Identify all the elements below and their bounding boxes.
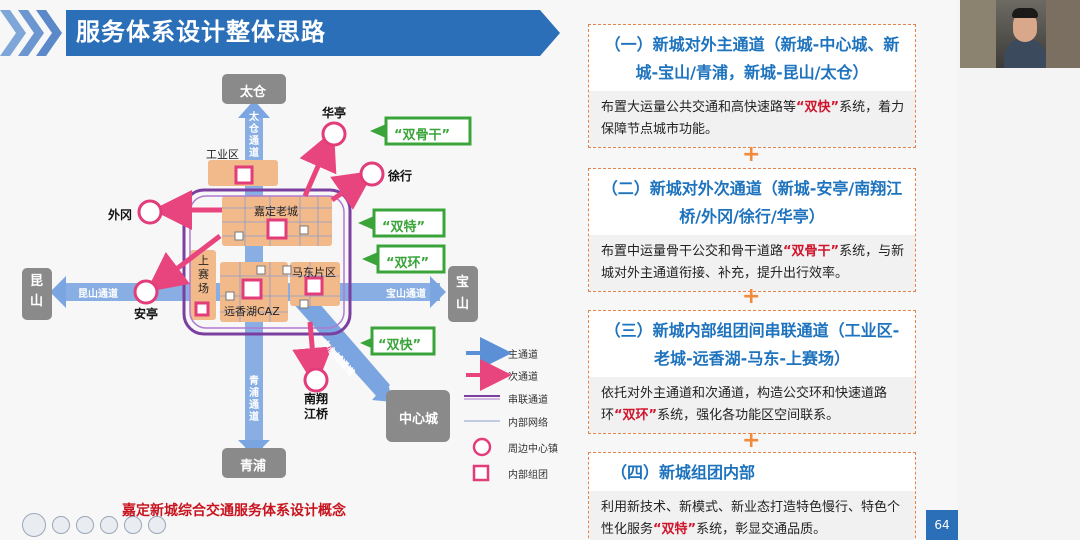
card-1-body: 布置大运量公共交通和高快速路等“双快”系统，着力保障节点城市功能。 <box>589 91 915 147</box>
road-qingpu: 青浦通道 <box>249 376 259 423</box>
card-main-channel: （一）新城对外主通道（新城-中心城、新城-宝山/青浦，新城-昆山/太仓） 布置大… <box>588 24 916 148</box>
card-2-title: （二）新城对外次通道（新城-安亭/南翔江桥/外冈/徐行/华亭） <box>589 169 915 235</box>
card-3-title: （三）新城内部组团间串联通道（工业区-老城-远香湖-马东-上赛场） <box>589 311 915 377</box>
more-icon[interactable] <box>148 516 166 534</box>
road-kunshan: 昆山通道 <box>78 289 118 300</box>
card-internal: （四）新城组团内部 利用新技术、新模式、新业态打造特色慢行、特色个性化服务“双特… <box>588 452 916 540</box>
town-waigang: 外冈 <box>108 208 133 222</box>
diagram-caption: 嘉定新城综合交通服务体系设计概念 <box>122 503 346 519</box>
road-taicang: 太仓通道 <box>249 112 259 159</box>
node-kunshan: 昆山 <box>30 274 44 309</box>
legend <box>464 337 512 482</box>
town-anting: 安亭 <box>134 307 159 321</box>
card-1-title: （一）新城对外主通道（新城-中心城、新城-宝山/青浦，新城-昆山/太仓） <box>589 25 915 91</box>
tag-shuanggugan: “双骨干” <box>394 128 451 143</box>
legend-secondary: 次通道 <box>508 372 538 383</box>
page-title: 服务体系设计整体思路 <box>76 18 326 46</box>
town-circles <box>133 121 385 393</box>
zone-yuanxianghu: 远香湖CAZ <box>224 305 280 318</box>
zoom-icon[interactable] <box>124 516 142 534</box>
speaker-webcam <box>960 0 1080 68</box>
bookshelf-left <box>960 0 996 68</box>
secondary-channels <box>146 129 375 388</box>
card-2-text-2: 系统，与新城对外主通道衔接、补充，提升出行效率。 <box>601 244 905 281</box>
card-4-text-2: 系统，彰显交通品质。 <box>696 522 827 537</box>
concept-diagram <box>22 74 512 482</box>
title-banner <box>0 10 560 56</box>
plus-sign-2: + <box>742 284 761 309</box>
page-number: 64 <box>926 510 958 540</box>
card-series-channel: （三）新城内部组团间串联通道（工业区-老城-远香湖-马东-上赛场） 依托对外主通… <box>588 310 916 434</box>
slide: 服务体系设计整体思路 <box>0 10 958 540</box>
zone-madong: 马东片区 <box>292 266 336 279</box>
legend-series: 串联通道 <box>508 395 548 406</box>
legend-main: 主通道 <box>508 350 538 361</box>
card-3-text-2: 系统，强化各功能区空间联系。 <box>657 408 840 423</box>
tag-boxes <box>358 116 472 356</box>
tag-shuanghuan: “双环” <box>386 256 430 271</box>
node-taicang: 太仓 <box>240 85 267 100</box>
speaker-hair <box>1012 8 1038 18</box>
card-4-text: 利用新技术、新模式、新业态打造特色慢行、特色个性化服务 <box>601 500 901 537</box>
node-baoshan: 宝山 <box>456 275 470 312</box>
small-markers <box>225 225 309 309</box>
internal-cluster-squares <box>194 165 324 317</box>
card-2-body: 布置中运量骨干公交和骨干道路“双骨干”系统，与新城对外主通道衔接、补充，提升出行… <box>589 235 915 291</box>
plus-sign-3: + <box>742 428 761 453</box>
card-4-body: 利用新技术、新模式、新业态打造特色慢行、特色个性化服务“双特”系统，彰显交通品质… <box>589 491 915 540</box>
arrow-icon[interactable] <box>52 516 70 534</box>
card-3-body: 依托对外主通道和次通道，构造公交环和快速道路环“双环”系统，强化各功能区空间联系… <box>589 377 915 433</box>
card-1-text: 布置大运量公共交通和高快速路等 <box>601 100 797 115</box>
tag-shuangte: “双特” <box>382 220 426 235</box>
zone-gongyequ: 工业区 <box>206 148 239 161</box>
card-secondary-channel: （二）新城对外次通道（新城-安亭/南翔江桥/外冈/徐行/华亭） 布置中运量骨干公… <box>588 168 916 292</box>
town-nanxiang: 南翔 江桥 <box>303 392 328 421</box>
slides-icon[interactable] <box>100 516 118 534</box>
town-huating: 华亭 <box>322 106 347 120</box>
town-xuhang: 徐行 <box>388 169 413 183</box>
tag-shuangkuai: “双快” <box>378 338 422 353</box>
card-2-highlight: “双骨干” <box>783 244 840 259</box>
city-nodes <box>22 74 478 478</box>
legend-internal: 内部网络 <box>508 418 548 429</box>
plus-sign-1: + <box>742 142 761 167</box>
presentation-toolbar <box>22 512 166 538</box>
video-sidebar <box>958 68 1080 540</box>
card-1-highlight: “双快” <box>796 100 840 115</box>
card-1-text-2: 系统，着力保障节点城市功能。 <box>601 100 905 137</box>
speaker-body <box>1004 38 1046 68</box>
node-qingpu: 青浦 <box>240 459 267 474</box>
zone-shangsaichang: 上赛场 <box>198 254 209 295</box>
node-zhongxincheng: 中心城 <box>399 412 439 427</box>
card-4-title: （四）新城组团内部 <box>589 453 915 491</box>
zone-jiading-old: 嘉定老城 <box>254 205 298 218</box>
university-logo-icon <box>22 513 46 537</box>
road-baoshan: 宝山通道 <box>386 289 426 300</box>
legend-square: 内部组团 <box>508 470 548 481</box>
pen-icon[interactable] <box>76 516 94 534</box>
legend-circle: 周边中心镇 <box>508 444 558 455</box>
card-4-highlight: “双特” <box>653 522 697 537</box>
card-3-text: 依托对外主通道和次通道，构造公交环和快速道路环 <box>601 386 888 423</box>
bookshelf-right <box>1046 0 1080 68</box>
card-2-text: 布置中运量骨干公交和骨干道路 <box>601 244 784 259</box>
card-3-highlight: “双环” <box>614 408 658 423</box>
